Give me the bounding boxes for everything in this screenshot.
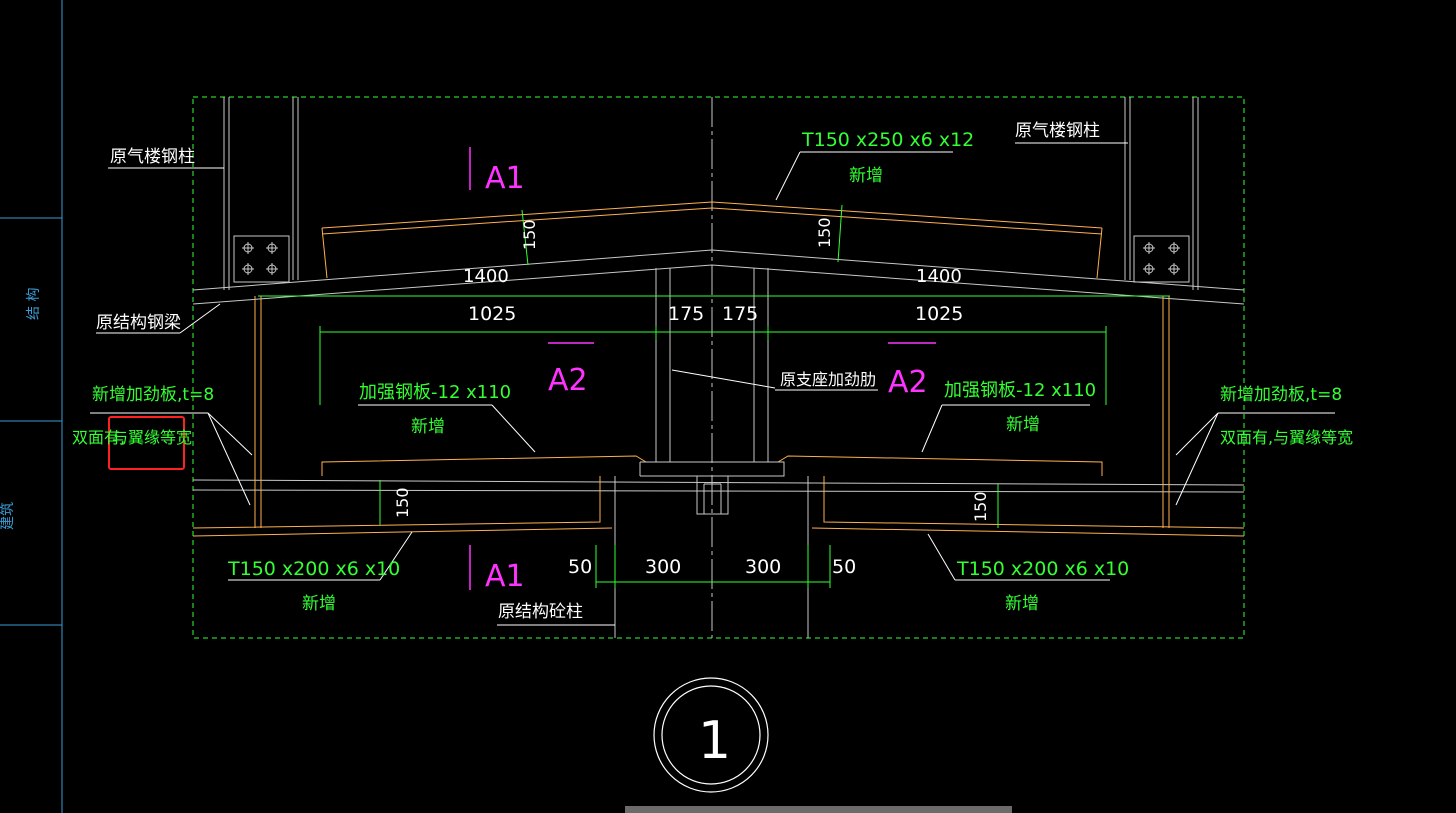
reinforcing-plates	[192, 296, 1245, 537]
label-orig-concrete-column: 原结构砼柱	[498, 602, 583, 622]
dim-1400-right: 1400	[916, 266, 962, 287]
orig-steel-column-left	[223, 97, 299, 290]
highlight-box	[108, 416, 185, 470]
orig-steel-beam	[192, 249, 1245, 493]
dim-50-right: 50	[832, 556, 856, 578]
leader-lines	[90, 142, 1335, 626]
dim-1025-right: 1025	[915, 303, 963, 325]
label-orig-column-right: 原气楼钢柱	[1015, 121, 1100, 141]
label-new-t-bottom-left-sub: 新增	[302, 594, 336, 614]
detail-number: 1	[698, 711, 731, 771]
dim-150-top-left: 150	[520, 219, 539, 250]
label-new-t-bottom-left: T150 x200 x6 x10	[227, 558, 400, 580]
label-new-t-top: T150 x250 x6 x12	[801, 129, 974, 151]
section-mark-a2-left: A2	[548, 363, 588, 398]
label-new-t-top-sub: 新增	[849, 166, 883, 186]
dim-1025-left: 1025	[468, 303, 516, 325]
label-reinf-plate-left: 加强钢板-12 x110	[359, 382, 511, 403]
dim-300-left: 300	[645, 556, 681, 578]
section-mark-a1-bottom: A1	[485, 559, 525, 594]
label-new-t-bottom-right-sub: 新增	[1005, 594, 1039, 614]
section-mark-a1-top: A1	[485, 161, 525, 196]
label-stiffener-left-2b: 与翼缘等宽	[112, 428, 192, 447]
label-stiffener-right-1: 新增加劲板,t=8	[1220, 385, 1342, 405]
dim-50-left: 50	[568, 556, 592, 578]
dim-150-bottom-right: 150	[971, 491, 990, 522]
dim-1400-left: 1400	[463, 266, 509, 287]
dim-175-right: 175	[722, 303, 758, 325]
label-orig-support-stiffener: 原支座加劲肋	[780, 370, 876, 389]
sidebar-frame	[0, 0, 63, 813]
label-orig-beam: 原结构钢梁	[96, 313, 181, 333]
label-reinf-plate-right: 加强钢板-12 x110	[944, 380, 1096, 401]
label-new-t-bottom-right: T150 x200 x6 x10	[956, 558, 1129, 580]
label-stiffener-right-2: 双面有,与翼缘等宽	[1220, 428, 1353, 447]
horizontal-scrollbar[interactable]	[625, 806, 1012, 813]
dim-150-bottom-left: 150	[393, 487, 412, 518]
label-reinf-plate-right-sub: 新增	[1006, 415, 1040, 435]
section-mark-a2-right: A2	[888, 365, 928, 400]
label-stiffener-left-1: 新增加劲板,t=8	[92, 385, 214, 405]
label-orig-column-left: 原气楼钢柱	[110, 147, 195, 167]
dim-300-right: 300	[745, 556, 781, 578]
dim-150-top-right: 150	[815, 217, 834, 248]
label-stiffener-left-2a: 双面有,	[72, 428, 125, 447]
detail-boundary	[192, 96, 1245, 639]
dimension-lines	[258, 204, 1170, 588]
detail-symbol	[653, 677, 769, 793]
new-t-top	[321, 201, 1103, 279]
sidebar-label-architecture: 建筑	[0, 502, 16, 530]
label-reinf-plate-left-sub: 新增	[411, 417, 445, 437]
section-marks	[469, 147, 936, 590]
dim-175-left: 175	[668, 303, 704, 325]
orig-steel-column-right	[1124, 97, 1199, 290]
sidebar-label-structure: 结 构	[26, 288, 42, 320]
